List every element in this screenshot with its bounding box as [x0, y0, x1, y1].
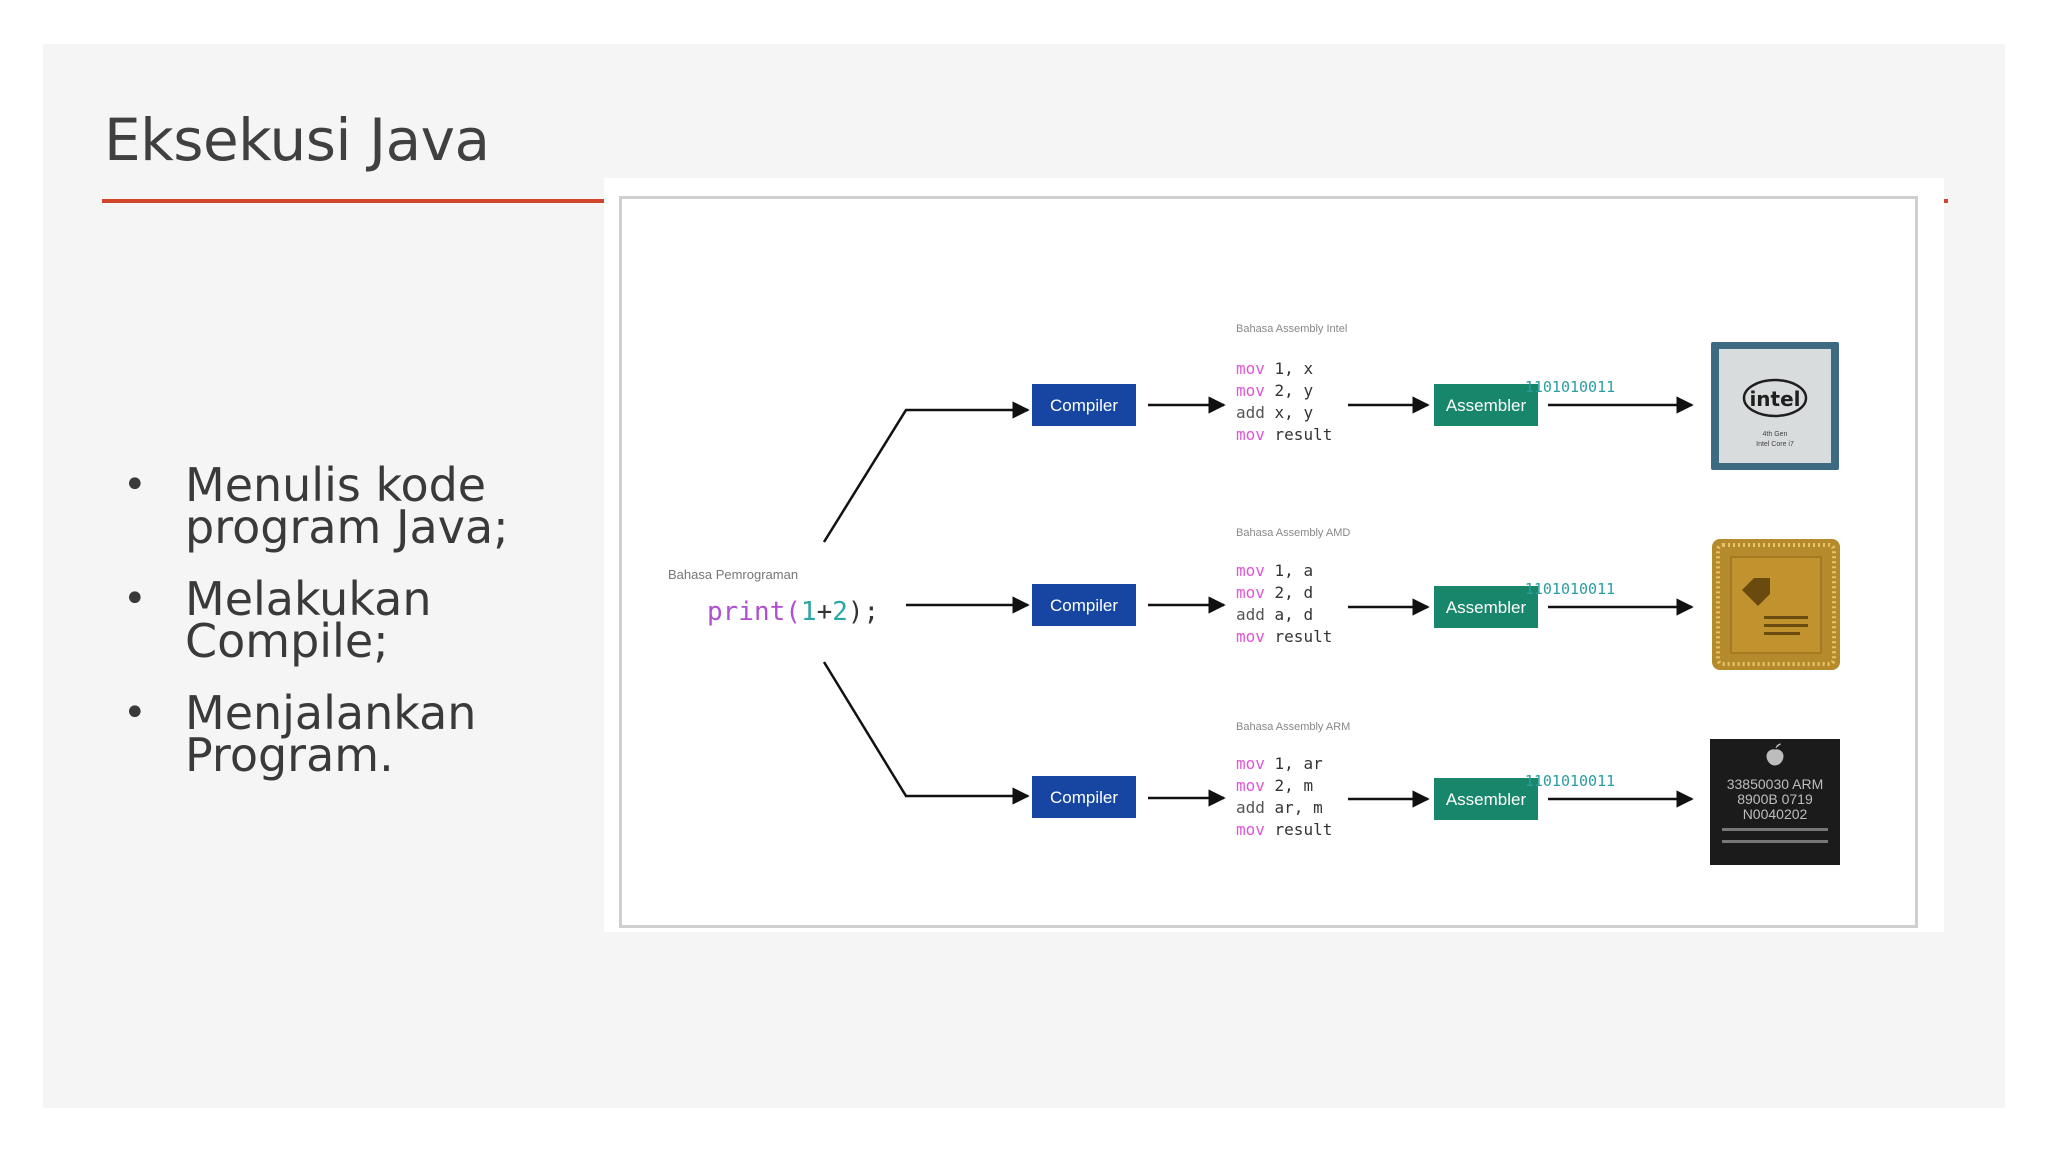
asm-args: ar, m [1265, 798, 1323, 817]
code-num: 1 [801, 597, 817, 627]
asm-op: add [1236, 798, 1265, 817]
intel-chip-icon: intel 4th Gen Intel Core i7 [1711, 342, 1839, 470]
slide-title: Eksekusi Java [104, 106, 490, 174]
asm-line: add ar, m [1236, 798, 1323, 817]
code-fn: print( [707, 597, 801, 627]
compiler-box [1032, 584, 1136, 626]
asm-line: mov 1, a [1236, 561, 1313, 580]
bullet-line: Program. [185, 728, 394, 782]
asm-args: 2, m [1265, 776, 1313, 795]
chip-brand: intel [1749, 387, 1800, 411]
asm-title: Bahasa Assembly Intel [1236, 323, 1347, 335]
bullet-dot-icon: • [123, 462, 147, 508]
chip-text: N0040202 [1743, 806, 1808, 822]
asm-args: a, d [1265, 605, 1313, 624]
asm-args: 1, ar [1265, 754, 1323, 773]
binary-code: 1101010011 [1525, 580, 1615, 598]
asm-op: mov [1236, 627, 1265, 646]
asm-op: mov [1236, 583, 1265, 602]
asm-args: 1, x [1265, 359, 1314, 378]
bullet-dot-icon: • [123, 576, 147, 622]
asm-args: result [1265, 627, 1332, 646]
compiler-label: Compiler [1050, 396, 1118, 415]
chip-text: 8900B 0719 [1737, 791, 1813, 807]
assembler-label: Assembler [1446, 790, 1527, 809]
bullet-list: • Menulis kode program Java; • Melakukan… [83, 458, 643, 806]
asm-line: mov 2, m [1236, 776, 1313, 795]
asm-line: mov 1, x [1236, 359, 1313, 378]
asm-line: mov result [1236, 820, 1332, 839]
asm-args: x, y [1265, 403, 1314, 422]
asm-line: mov 2, d [1236, 583, 1313, 602]
assembler-label: Assembler [1446, 598, 1527, 617]
diagram-canvas: Bahasa Pemrograman print(1+2); Compiler … [668, 323, 1840, 865]
bullet-dot-icon: • [123, 690, 147, 736]
lane-arm: Compiler Bahasa Assembly ARM mov 1, ar m… [1032, 721, 1840, 865]
asm-args: result [1265, 425, 1332, 444]
asm-line: mov 2, y [1236, 381, 1313, 400]
code-op: + [817, 597, 833, 627]
bullet-line: Menjalankan [185, 686, 477, 740]
asm-args: 2, y [1265, 381, 1314, 400]
assembler-box [1434, 384, 1538, 426]
asm-op: add [1236, 605, 1265, 624]
asm-op: mov [1236, 561, 1265, 580]
asm-args: result [1265, 820, 1332, 839]
bullet-line: Melakukan Compile; [185, 572, 432, 668]
compilation-diagram: Bahasa Pemrograman print(1+2); Compiler … [604, 178, 1944, 932]
chip-text: Intel Core i7 [1756, 441, 1794, 448]
asm-op: mov [1236, 381, 1265, 400]
asm-line: add x, y [1236, 403, 1313, 422]
amd-chip-icon [1712, 539, 1840, 670]
asm-op: mov [1236, 754, 1265, 773]
bullet-item: • Menjalankan Program. [83, 686, 643, 782]
compiler-label: Compiler [1050, 596, 1118, 615]
binary-code: 1101010011 [1525, 772, 1615, 790]
asm-line: add a, d [1236, 605, 1313, 624]
chip-text: 33850030 ARM [1727, 776, 1824, 792]
lane-intel: Compiler Bahasa Assembly Intel mov 1, x … [1032, 323, 1839, 470]
bullet-item: • Menulis kode program Java; [83, 458, 643, 554]
asm-op: mov [1236, 359, 1265, 378]
branch-arrow-top [822, 401, 1030, 543]
asm-line: mov result [1236, 627, 1332, 646]
branch-arrow-bottom [822, 661, 1030, 805]
asm-line: mov 1, ar [1236, 754, 1323, 773]
code-end: ); [848, 597, 879, 627]
source-code: print(1+2); [707, 597, 879, 627]
assembler-box [1434, 778, 1538, 820]
arm-chip-icon: 33850030 ARM 8900B 0719 N0040202 [1710, 739, 1840, 865]
chip-text: 4th Gen [1763, 431, 1788, 438]
assembler-label: Assembler [1446, 396, 1527, 415]
asm-title: Bahasa Assembly AMD [1236, 527, 1350, 539]
asm-op: mov [1236, 776, 1265, 795]
bullet-item: • Melakukan Compile; [83, 572, 643, 668]
asm-op: mov [1236, 820, 1265, 839]
lane-amd: Compiler Bahasa Assembly AMD mov 1, a mo… [1032, 527, 1840, 670]
source-language-label: Bahasa Pemrograman [668, 567, 798, 582]
bullet-line: program Java; [185, 500, 509, 554]
asm-op: mov [1236, 425, 1265, 444]
asm-title: Bahasa Assembly ARM [1236, 721, 1350, 733]
asm-op: add [1236, 403, 1265, 422]
compiler-box [1032, 384, 1136, 426]
code-num: 2 [832, 597, 848, 627]
asm-line: mov result [1236, 425, 1332, 444]
asm-args: 1, a [1265, 561, 1313, 580]
bullet-line: Menulis kode [185, 458, 487, 512]
assembler-box [1434, 586, 1538, 628]
compiler-label: Compiler [1050, 788, 1118, 807]
diagram-frame [619, 196, 1918, 928]
binary-code: 1101010011 [1525, 378, 1615, 396]
asm-args: 2, d [1265, 583, 1313, 602]
compiler-box [1032, 776, 1136, 818]
